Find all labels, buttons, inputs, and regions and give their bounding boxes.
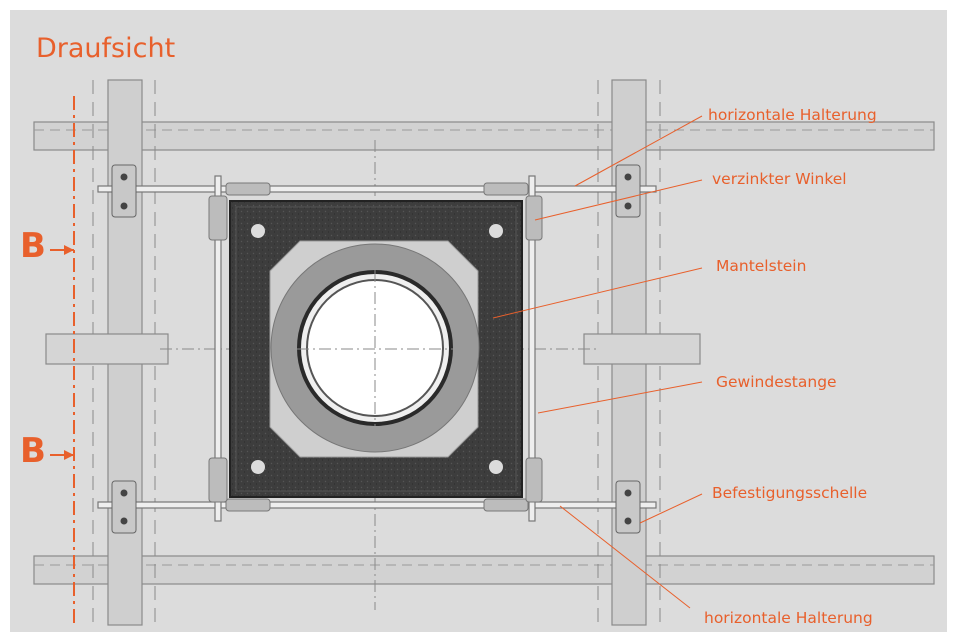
threaded-rods [97,175,657,522]
label-threaded-rod: Gewindestange [716,373,837,391]
leader-lines [492,115,703,609]
angle-brackets [208,182,543,512]
label-galvanized-angle: verzinkter Winkel [712,170,847,188]
clamp-bolts [120,173,632,525]
section-marker-top: B [20,226,46,266]
label-mantle-block: Mantelstein [716,257,807,275]
section-line [50,96,75,625]
flue-ring [270,243,480,453]
section-marker-bottom: B [20,431,46,471]
label-mounting-clamp: Befestigungsschelle [712,484,868,502]
label-horizontal-bracket-top: horizontale Halterung [708,106,877,124]
mounting-clamps [111,164,641,534]
label-horizontal-bracket-bottom: horizontale Halterung [704,609,873,627]
page-title: Draufsicht [36,33,176,64]
side-bars [45,333,701,365]
horizontal-beams [33,121,935,585]
